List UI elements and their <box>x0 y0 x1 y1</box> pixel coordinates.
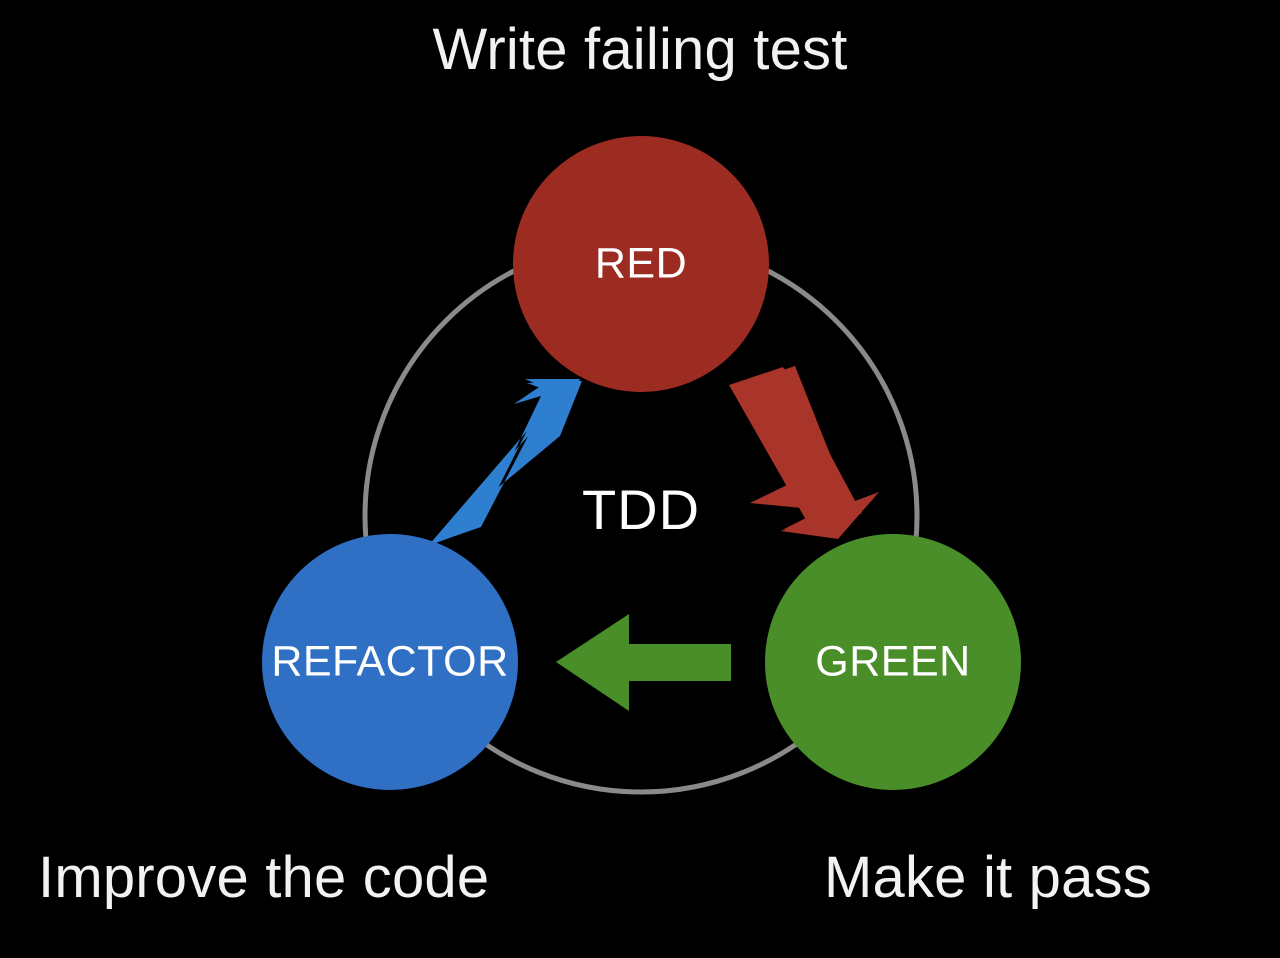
node-label-refactor: REFACTOR <box>271 637 508 685</box>
center-label-tdd: TDD <box>582 478 700 541</box>
node-circle-green[interactable] <box>765 534 1021 790</box>
caption-write-failing-test: Write failing test <box>432 17 848 82</box>
node-label-red: RED <box>595 239 687 287</box>
node-circle-refactor[interactable] <box>262 534 518 790</box>
node-label-green: GREEN <box>815 637 970 685</box>
caption-improve-the-code: Improve the code <box>38 845 490 910</box>
arrow-red-to-green <box>729 366 879 539</box>
arrow-green-to-refactor <box>556 614 731 711</box>
node-circle-red[interactable] <box>513 136 769 392</box>
caption-make-it-pass: Make it pass <box>824 845 1152 910</box>
arrow-refactor-to-red <box>428 379 582 546</box>
